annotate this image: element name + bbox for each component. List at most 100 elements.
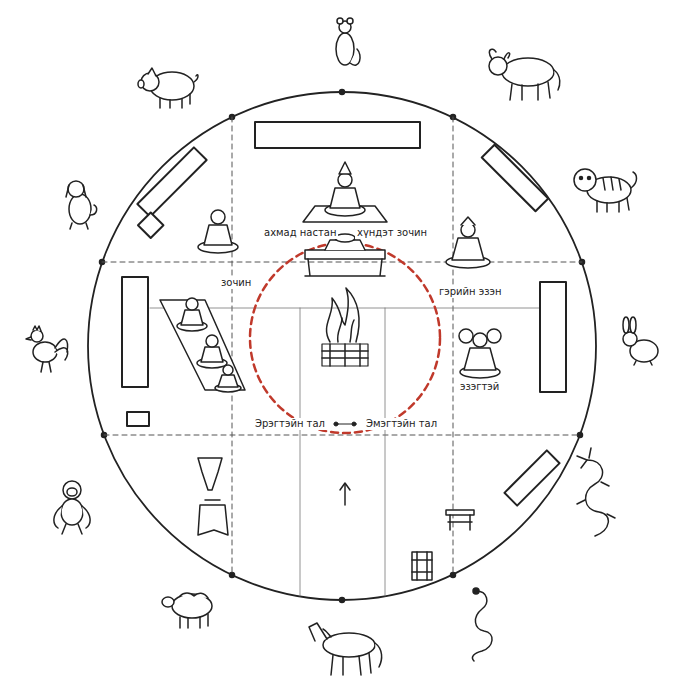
seated-guest-part	[218, 375, 238, 387]
snake-figure	[472, 588, 492, 661]
seated-mistress	[459, 329, 501, 378]
seated-mistress-part	[459, 329, 473, 343]
furniture-part	[504, 450, 559, 505]
door-arrow	[340, 483, 350, 505]
horse-figure	[309, 623, 382, 675]
dragon-figure-part	[586, 460, 609, 536]
ox-figure-part	[489, 49, 509, 59]
ger-wall-part	[578, 433, 583, 438]
snake-figure-part	[473, 588, 479, 594]
division-lines-part	[104, 435, 580, 436]
division-lines-part	[232, 117, 233, 575]
seated-guest-part	[181, 310, 203, 325]
sheep-figure-part	[162, 597, 174, 607]
rooster-figure-part	[33, 342, 57, 362]
pig-figure-part	[138, 80, 144, 88]
floor-lines-part	[300, 308, 301, 596]
altar-table-part	[305, 259, 385, 276]
tiger-figure-part	[574, 169, 596, 191]
rooster-figure-part	[55, 339, 68, 360]
rabbit-figure-part	[634, 361, 652, 365]
ger-wall-part	[340, 90, 345, 95]
monkey-figure-part	[54, 506, 90, 534]
sheep-figure-part	[180, 593, 208, 598]
furniture-part	[540, 282, 566, 392]
division-lines-part	[453, 117, 454, 575]
household-items-part	[412, 552, 432, 580]
monkey-figure-part	[61, 499, 83, 525]
ger-wall-part	[451, 573, 456, 578]
seated-mistress-part	[473, 333, 487, 347]
household-items-part	[448, 515, 472, 530]
text-label: хүндэт зочин	[355, 227, 429, 239]
door-arrow-part	[340, 483, 350, 490]
side-divider-symbol	[334, 422, 356, 426]
rooster-figure-part	[41, 362, 51, 372]
ox-figure-part	[502, 58, 554, 86]
dog-figure-part	[66, 185, 86, 197]
rabbit-figure-part	[623, 317, 629, 333]
rat-figure-part	[336, 33, 354, 65]
seated-elder	[303, 162, 387, 222]
seated-guest-part	[186, 298, 198, 310]
seated-guest	[177, 298, 207, 331]
rat-figure-part	[337, 18, 343, 24]
sheep-figure	[162, 593, 212, 628]
furniture-part	[482, 145, 548, 211]
door-arrow-part	[344, 484, 346, 505]
seated-guest	[197, 335, 227, 368]
furniture-part	[127, 412, 149, 426]
tiger-figure-part	[603, 177, 621, 190]
seated-elder-part	[339, 162, 351, 174]
sheep-figure-part	[180, 614, 208, 628]
seated-mistress-part	[464, 348, 496, 370]
household-items-part	[198, 458, 222, 490]
hearth-fire-part	[322, 344, 368, 366]
ox-figure	[489, 49, 560, 100]
household-items-part	[412, 552, 432, 580]
rabbit-figure-part	[623, 332, 637, 346]
seated-guest-part	[204, 225, 232, 245]
guest-mat-part	[160, 300, 245, 390]
household-items-part	[198, 505, 228, 535]
ger-wall-part	[230, 573, 235, 578]
ger-wall-part	[340, 598, 345, 603]
seated-guest-part	[201, 347, 223, 362]
seated-master-part	[461, 217, 475, 225]
seated-master-part	[452, 238, 484, 260]
rooster-figure-part	[26, 337, 31, 340]
dragon-figure-part	[577, 448, 591, 468]
furniture-part	[255, 122, 420, 148]
monkey-figure	[54, 481, 90, 534]
floor-lines-part	[385, 308, 386, 596]
tiger-figure	[574, 169, 637, 212]
seated-guest	[215, 365, 241, 392]
text-label: Эмэгтэйн тал	[364, 418, 439, 430]
dog-figure-part	[70, 205, 97, 229]
side-divider-symbol-part	[352, 422, 356, 426]
division-lines	[102, 117, 582, 575]
ox-figure-part	[489, 57, 507, 75]
hearth-fire-part	[322, 344, 368, 366]
ger-wall-part	[88, 92, 596, 600]
text-label: зочин	[219, 277, 253, 289]
dragon-figure-part	[577, 482, 615, 518]
guest-mat	[160, 300, 245, 390]
division-lines-part	[102, 262, 582, 263]
rat-figure-part	[350, 49, 360, 65]
dog-figure-part	[69, 194, 91, 224]
seated-elder-part	[338, 173, 352, 187]
rat-figure	[336, 18, 360, 65]
text-label: эзэгтэй	[458, 381, 501, 393]
household-items-part	[446, 510, 474, 515]
household-items	[198, 458, 474, 580]
horse-figure-part	[323, 629, 331, 637]
pig-figure-part	[148, 68, 156, 76]
seated-master-part	[461, 223, 475, 237]
floor-lines	[150, 308, 540, 596]
seated-guest	[198, 210, 238, 253]
altar-table-part	[305, 250, 385, 259]
snake-figure-part	[472, 591, 492, 661]
